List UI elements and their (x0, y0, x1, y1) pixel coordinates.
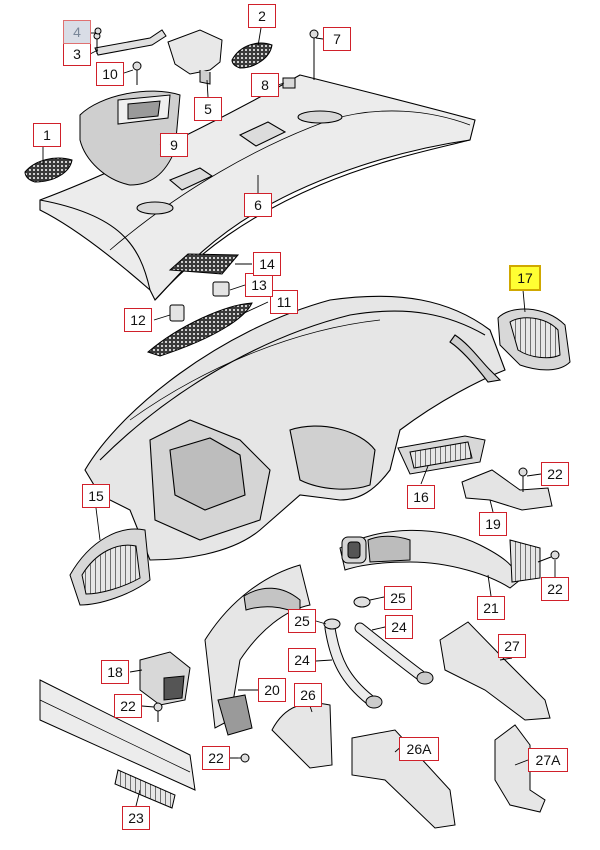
callout-6: 6 (244, 193, 272, 217)
callout-3: 3 (63, 42, 91, 66)
callout-14: 14 (253, 252, 281, 276)
callout-25-b: 25 (384, 586, 412, 610)
callout-9: 9 (160, 133, 188, 157)
duct-housing (167, 29, 223, 85)
cap-25-lower (323, 618, 341, 630)
screw-7 (309, 29, 319, 80)
callout-8: 8 (251, 73, 279, 97)
callout-7: 7 (323, 27, 351, 51)
hose-end-upper (416, 671, 434, 685)
duct-19 (461, 469, 553, 511)
callout-12: 12 (124, 308, 152, 332)
callout-2: 2 (248, 4, 276, 28)
mesh-panel-14 (168, 253, 240, 275)
callout-19: 19 (479, 512, 507, 536)
insulation-foam (79, 90, 181, 186)
callout-17: 17 (509, 265, 541, 291)
duct-26 (271, 702, 333, 769)
callout-10: 10 (96, 62, 124, 86)
vent-block-18 (139, 651, 191, 706)
clip-13 (212, 281, 230, 297)
callout-1: 1 (33, 123, 61, 147)
callout-20: 20 (258, 678, 286, 702)
callout-15: 15 (82, 484, 110, 508)
callout-23: 23 (122, 806, 150, 830)
dash-top-cover (39, 74, 476, 301)
hose-24-upper-core (355, 623, 425, 680)
callout-18: 18 (101, 660, 129, 684)
clip-12 (169, 304, 185, 322)
callout-25-a: 25 (288, 609, 316, 633)
callout-22-d: 22 (202, 746, 230, 770)
leader-lines (42, 27, 556, 807)
air-vent-15 (69, 528, 151, 606)
screw-22-b (537, 550, 560, 563)
retaining-clip (282, 77, 296, 89)
screw-4 (94, 27, 102, 35)
hose-24-lower-core (325, 623, 375, 705)
callout-24-a: 24 (288, 648, 316, 672)
callout-13: 13 (245, 273, 273, 297)
speaker-grille-left (24, 157, 73, 183)
callout-21: 21 (477, 596, 505, 620)
cap-25-upper (353, 596, 371, 608)
dashboard-panel (84, 295, 506, 561)
screw-22-c (153, 702, 163, 722)
callout-4: 4 (63, 20, 91, 44)
screw-22-a (518, 467, 528, 492)
sill-trim-23 (39, 679, 196, 809)
duct-27 (439, 621, 551, 721)
callout-5: 5 (194, 97, 222, 121)
screw-10 (132, 61, 142, 85)
speaker-grille-right (231, 42, 273, 69)
callout-11: 11 (270, 290, 298, 314)
hose-end-lower (365, 695, 383, 709)
callout-27a: 27A (528, 748, 568, 772)
callout-24-b: 24 (385, 615, 413, 639)
callout-16: 16 (407, 485, 435, 509)
air-vent-16 (397, 435, 486, 475)
callout-26: 26 (294, 683, 322, 707)
air-vent-17 (497, 308, 571, 371)
duct-21 (339, 529, 541, 589)
callout-26a: 26A (399, 737, 439, 761)
duct-20 (204, 564, 311, 736)
storage-tray-11 (146, 302, 253, 357)
callout-22-c: 22 (114, 694, 142, 718)
duct-27a (494, 724, 546, 813)
mounting-bracket (93, 29, 167, 56)
callout-22-a: 22 (541, 462, 569, 486)
callout-27: 27 (498, 634, 526, 658)
callout-22-b: 22 (541, 577, 569, 601)
